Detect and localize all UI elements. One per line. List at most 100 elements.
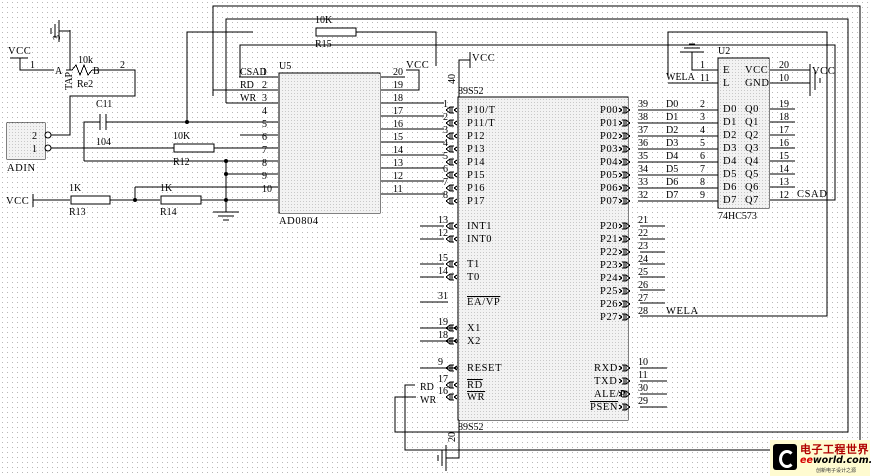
wire-wr <box>225 18 849 433</box>
u2-pin-number: 18 <box>779 112 789 123</box>
u2-pin-number: 15 <box>779 151 789 162</box>
mcu-pin-number: 17 <box>438 374 448 385</box>
resistor-r14: 1K R14 <box>160 183 202 218</box>
pin-bidir-icon <box>618 222 631 230</box>
mcu-pin-name: P05 <box>600 170 618 181</box>
pin-bidir-icon <box>618 248 631 256</box>
u2-pin-name: Q4 <box>745 156 759 167</box>
mcu-pin-number: 24 <box>638 254 648 265</box>
u2-pin-number: 1 <box>700 60 705 71</box>
pot-pin-b: B <box>93 66 100 77</box>
pin-bidir-icon <box>445 273 458 281</box>
u5-pin-number: 6 <box>262 132 267 143</box>
mcu-pin-name: PSEN <box>590 402 618 413</box>
u2-pin-number: 3 <box>700 112 705 123</box>
u5-pin-number: 7 <box>262 145 267 156</box>
u2-pin-number: 11 <box>700 73 710 84</box>
mcu-pin-number: 28 <box>638 306 648 317</box>
r15-ref: R15 <box>315 39 332 50</box>
resistor-r12: 10K R12 <box>173 131 215 168</box>
pin-bidir-icon <box>618 300 631 308</box>
pin-bidir-icon <box>445 158 458 166</box>
u2-pin-number: 9 <box>700 190 705 201</box>
mcu-pin-name: RD <box>467 380 483 391</box>
vcc-label: VCC <box>472 53 495 64</box>
vcc-label: VCC <box>812 66 835 77</box>
mcu-pin-name: P21 <box>600 234 618 245</box>
pin-bidir-icon <box>618 197 631 205</box>
net-data-label: D3 <box>666 138 678 149</box>
u5-pin-number: 14 <box>393 145 403 156</box>
wire-u5-to-p1 <box>381 102 444 195</box>
ground-icon <box>50 20 70 42</box>
mcu-pin-number: 34 <box>638 164 648 175</box>
adin-label: ADIN <box>7 163 36 174</box>
mcu-pin-number: 32 <box>638 190 648 201</box>
mcu-pin-number: 1 <box>443 99 448 110</box>
u2-pin-number: 5 <box>700 138 705 149</box>
mcu-pin-number: 31 <box>438 291 448 302</box>
u2-pin-number: 10 <box>779 73 789 84</box>
junctions <box>133 120 228 202</box>
mcu-pin-name: EA/VP <box>467 297 500 308</box>
u5-pin-number: 8 <box>262 158 267 169</box>
mcu-pin-number: 3 <box>443 125 448 136</box>
vcc-label: VCC <box>6 196 29 207</box>
mcu-pin-name: P26 <box>600 299 618 310</box>
u2-pin-number: 4 <box>700 125 705 136</box>
pin-bidir-icon <box>445 393 458 401</box>
pin-bidir-icon <box>445 197 458 205</box>
u2-pin-number: 17 <box>779 125 789 136</box>
u5-pin-number: 3 <box>262 93 267 104</box>
logo-en-text: eeworld.com.cn <box>800 455 871 466</box>
mcu-pin-name: P04 <box>600 157 618 168</box>
u5-pin-number: 2 <box>262 80 267 91</box>
pin-bidir-icon <box>445 171 458 179</box>
wire-pot-out <box>50 69 136 136</box>
mcu-pin-name: RESET <box>467 363 502 374</box>
wire-r15-left <box>186 31 253 115</box>
latch-wela-label: WELA <box>666 72 696 83</box>
logo-ee: ee <box>800 455 813 466</box>
wire-mcu-gnd <box>446 420 460 459</box>
mcu-pin-number: 10 <box>638 357 648 368</box>
wire-latch-e <box>691 60 718 71</box>
net-rd-label: RD <box>420 382 434 393</box>
pin-bidir-icon <box>445 184 458 192</box>
u2-pin-name: D0 <box>723 104 737 115</box>
u5-pin-number: 18 <box>393 93 403 104</box>
mcu-pin-name: P03 <box>600 144 618 155</box>
pin-bidir-icon <box>445 324 458 332</box>
wire-latch-q <box>770 108 820 201</box>
cap-ref: C11 <box>96 99 112 110</box>
cap-value: 104 <box>96 137 111 148</box>
chip-89s52: 89S52 89S52 40 20 VCC 1P10/T2P11/T3P124P… <box>420 53 698 442</box>
wire-vcc-pot <box>19 58 54 71</box>
u5-part: AD0804 <box>279 216 319 227</box>
mcu-pin-number: 14 <box>438 266 448 277</box>
mcu-pin-number: 23 <box>638 241 648 252</box>
potentiometer-re2: VCC 1 A B 10k 2 Re2 TAP 3 <box>8 35 125 90</box>
mcu-pin-number: 37 <box>638 125 648 136</box>
mcu-pin-number: 25 <box>638 267 648 278</box>
logo-sub-text: 创新电子设计之源 <box>816 468 857 474</box>
ground-icon <box>437 445 447 471</box>
mcu-pin-number: 13 <box>438 215 448 226</box>
mcu-part-bottom: 89S52 <box>458 422 484 433</box>
pin-bidir-icon <box>618 145 631 153</box>
u2-pin-name: D2 <box>723 130 737 141</box>
mcu-pin-name: P20 <box>600 221 618 232</box>
u5-pin-name: CSAD <box>240 67 267 78</box>
u5-pin-number: 19 <box>393 80 403 91</box>
mcu-pin-name: T0 <box>467 272 480 283</box>
pin-bidir-icon <box>618 132 631 140</box>
u2-pin-name: Q3 <box>745 143 759 154</box>
wire-cap-left <box>83 121 100 161</box>
mcu-pin-name: P10/T <box>467 105 496 116</box>
u2-pin-name: D1 <box>723 117 737 128</box>
adin-pin-2: 2 <box>32 131 37 142</box>
wires <box>19 5 861 459</box>
mcu-pin-number: 9 <box>438 357 443 368</box>
